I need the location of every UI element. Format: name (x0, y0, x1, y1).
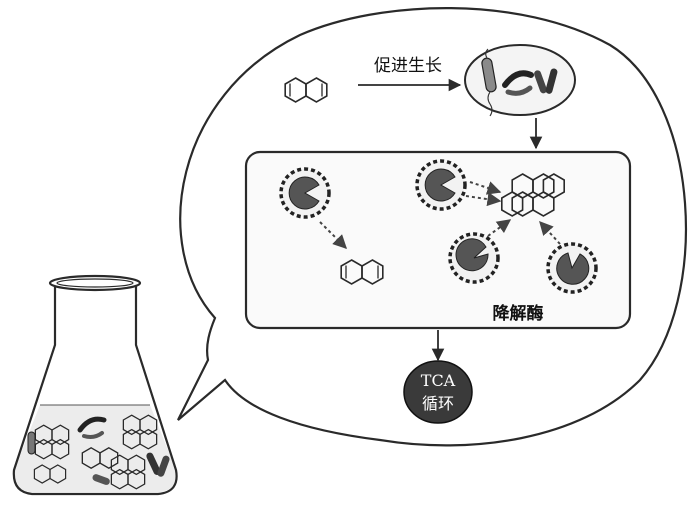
bacterium-icon (545, 68, 558, 94)
erlenmeyer-flask (12, 274, 178, 496)
enzyme-panel (244, 150, 632, 330)
tca-label: TCA (421, 371, 456, 390)
dotted-arrow (487, 219, 512, 237)
enzyme-icon (546, 242, 598, 294)
bacterium-icon (92, 474, 110, 485)
tca-cycle: TCA 循环 (403, 360, 473, 424)
tca-cycle-label: 循环 (422, 394, 454, 413)
bacterium-icon (534, 70, 547, 94)
bacterium-icon (505, 85, 533, 96)
enzyme-icon (448, 232, 500, 284)
bacterium-icon (481, 48, 497, 117)
dotted-arrow (319, 221, 347, 249)
enzyme-icon (279, 167, 331, 219)
promote-growth-label: 促进生长 (374, 56, 442, 76)
bacterium-icon (157, 455, 170, 477)
dotted-arrow (539, 220, 561, 245)
bacterium-icon (82, 431, 104, 439)
naphthalene-top (284, 77, 328, 103)
bacteria-cluster (464, 44, 576, 117)
bacterium-icon (146, 452, 161, 475)
bacterium-icon (502, 70, 534, 88)
degrading-enzyme-label: 降解酶 (493, 303, 544, 324)
bacterium-icon (27, 431, 36, 455)
dotted-arrow (469, 181, 502, 195)
bacterium-icon (77, 416, 107, 433)
enzyme-icon (415, 159, 467, 211)
naphthalene-panel (340, 259, 384, 285)
